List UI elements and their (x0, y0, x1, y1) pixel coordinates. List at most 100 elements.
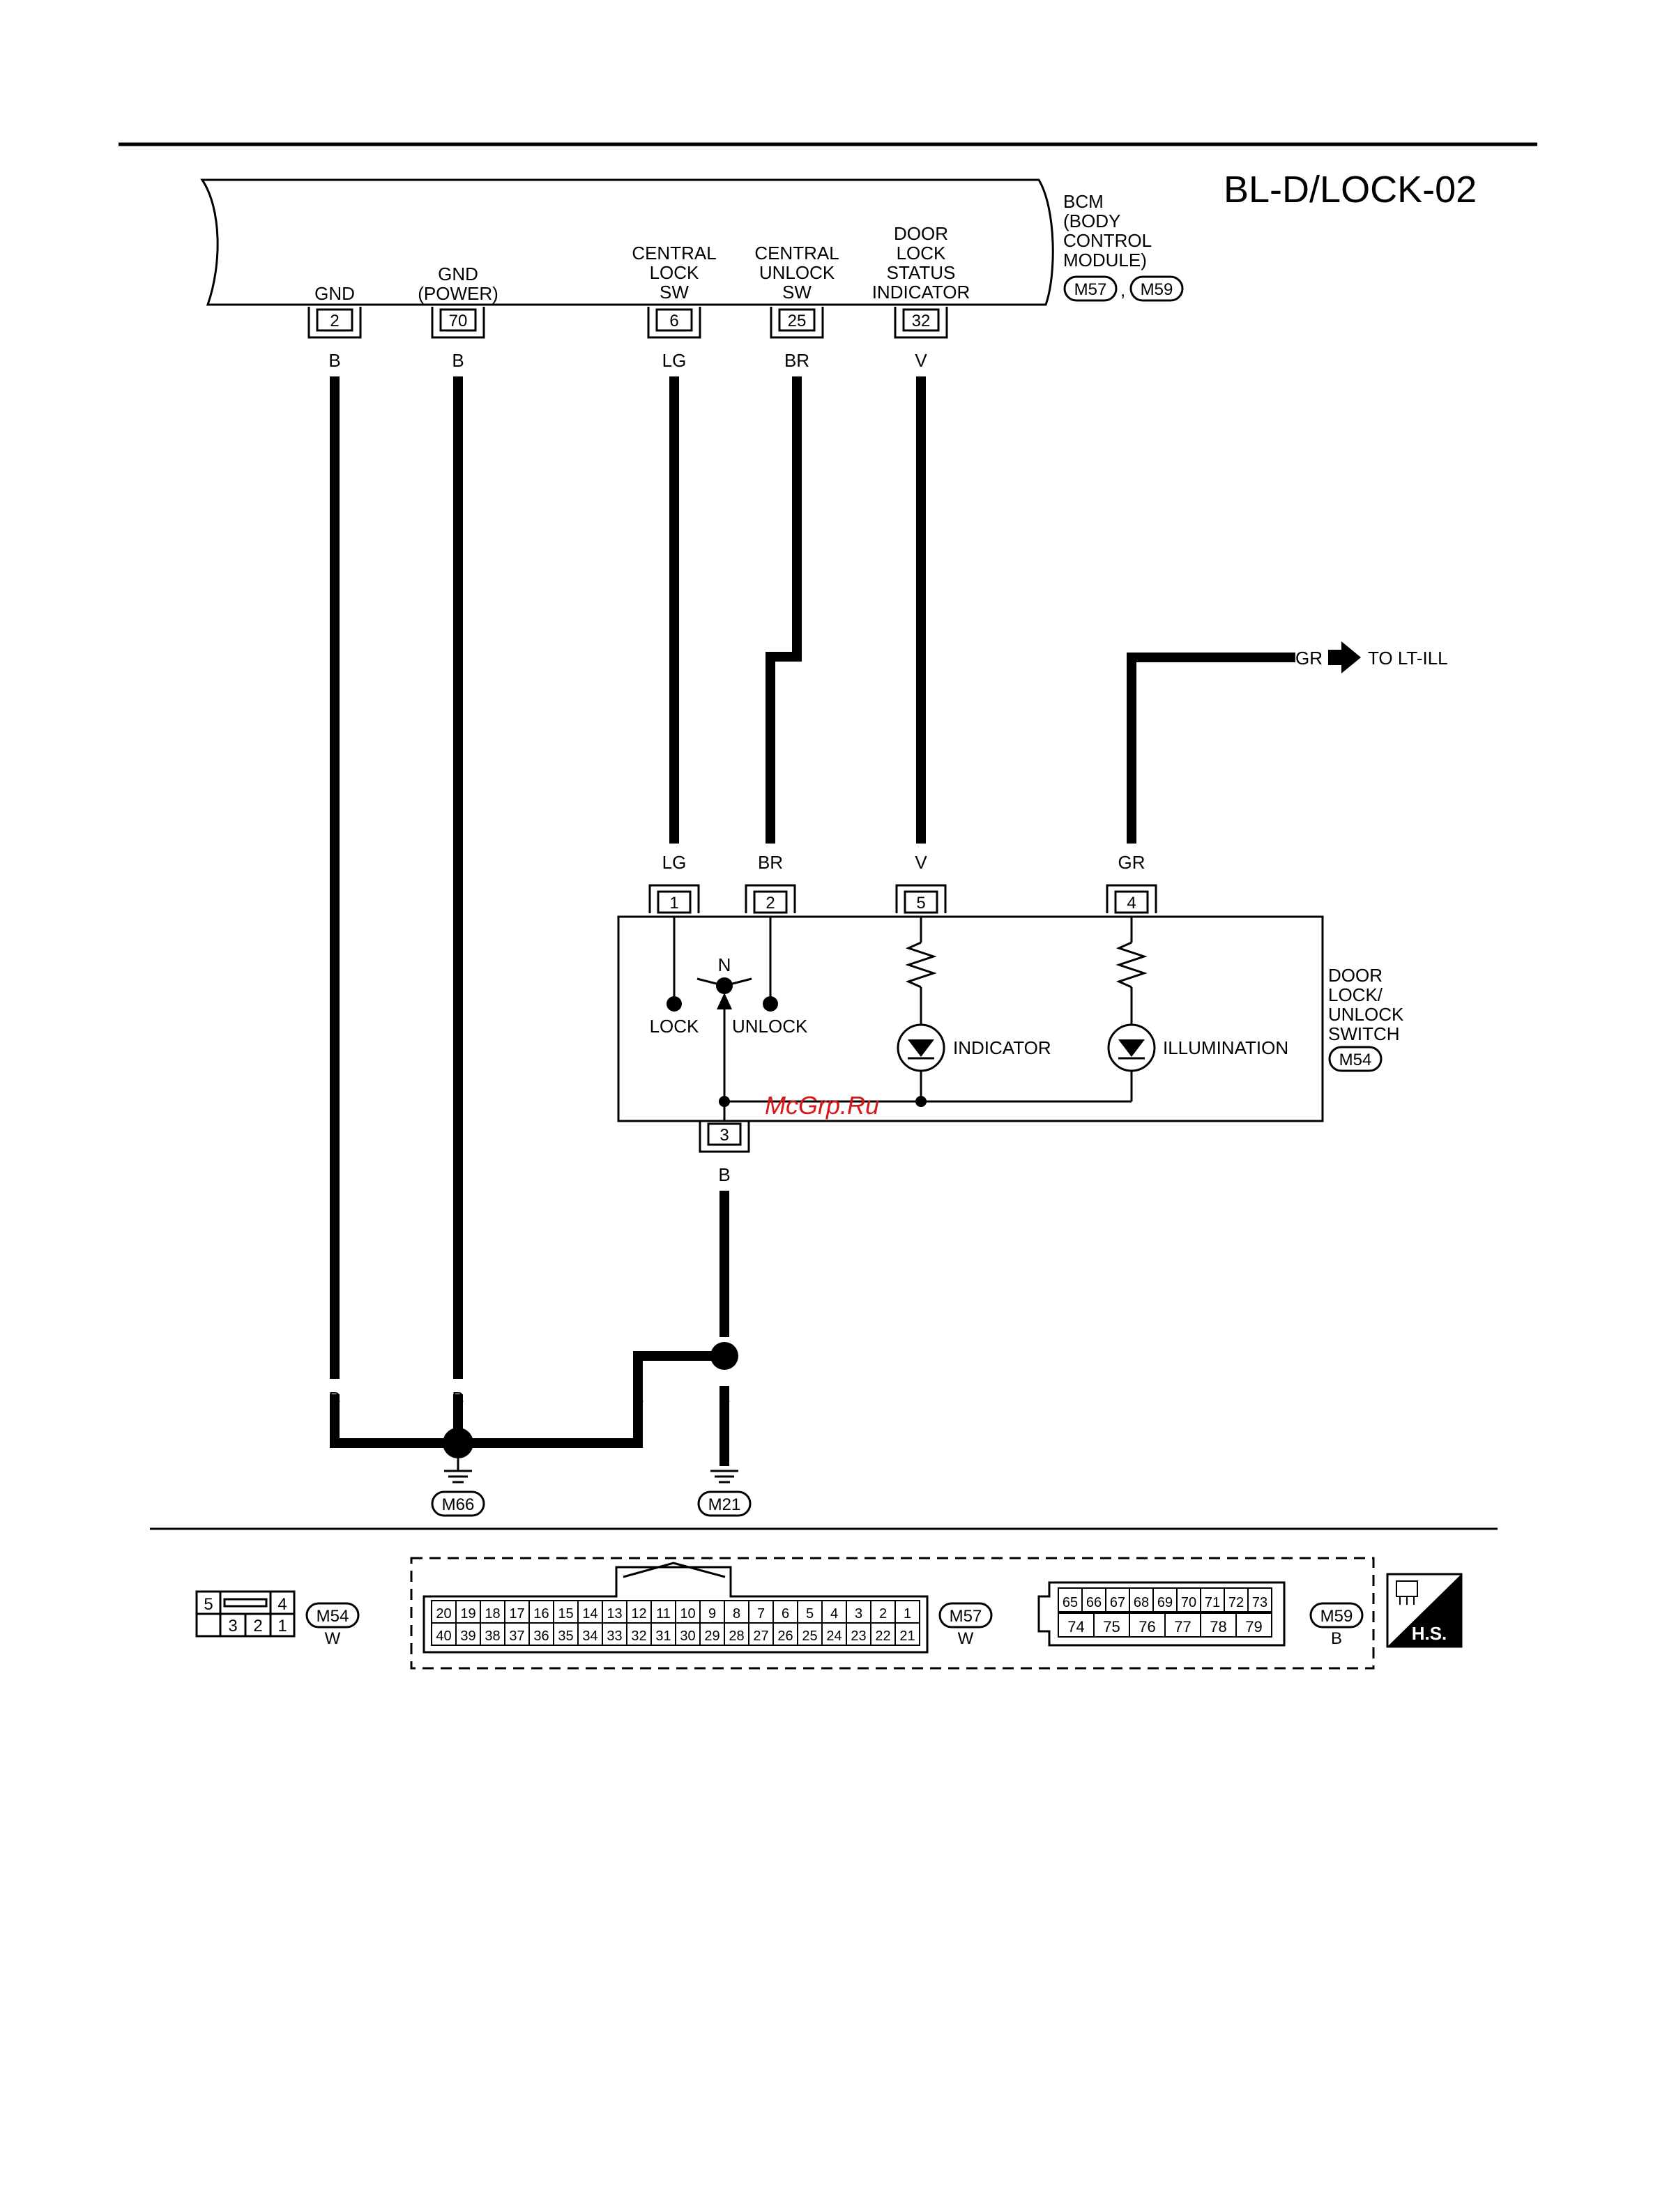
ground-m66-icon (444, 1458, 472, 1483)
switch-connector-badge (1328, 1046, 1383, 1072)
bcm-terminal-gnd-power: GND (POWER) (418, 264, 498, 304)
pin-number: 73 (1252, 1595, 1267, 1610)
switch-pin-2: 2 (745, 884, 796, 914)
pin-number: 34 (582, 1629, 597, 1644)
svg-text:LOCK/: LOCK/ (1328, 984, 1383, 1005)
pin-number: 16 (533, 1606, 549, 1622)
wire-color-br: BR (784, 350, 809, 371)
svg-text:2: 2 (766, 894, 775, 913)
pin-cell (650, 1600, 676, 1624)
connector-m54-id: M54 (317, 1607, 349, 1626)
connector-m59-badge (1309, 1602, 1364, 1629)
lt-ill-wire-color: GR (1295, 648, 1323, 669)
svg-text:SW: SW (782, 282, 812, 303)
pin-cell (480, 1622, 505, 1646)
ground-m66-badge (431, 1490, 485, 1517)
door-lock-switch-box (617, 915, 1324, 1122)
switch-internal-circuit (667, 917, 1156, 1121)
ground-m66-label: M66 (442, 1495, 475, 1514)
svg-text:INDICATOR: INDICATOR (872, 282, 970, 303)
connector-m59-color: B (1331, 1629, 1342, 1648)
pin-cell (724, 1622, 749, 1646)
pin-number: 18 (485, 1606, 500, 1622)
bcm-pin-70: 70 (431, 307, 485, 339)
pin-number: 67 (1110, 1595, 1125, 1610)
pin-cell (1129, 1587, 1154, 1612)
bcm-connector-m57: M57 (1074, 280, 1107, 299)
svg-text:3: 3 (228, 1617, 237, 1635)
pin-number: 28 (729, 1629, 744, 1644)
svg-text:CENTRAL: CENTRAL (632, 243, 716, 264)
pin-cell (431, 1622, 457, 1646)
switch-wire-color-b: B (718, 1164, 730, 1185)
switch-wire-color-gr: GR (1118, 852, 1145, 873)
svg-text:32: 32 (912, 312, 931, 330)
switch-pin-1: 1 (648, 884, 700, 914)
svg-text:GND: GND (314, 283, 355, 304)
bcm-terminal-central-lock-sw: CENTRAL LOCK SW (632, 243, 716, 303)
wire-color-b-bottom-3: B (632, 1388, 644, 1409)
pin-number: 4 (830, 1606, 838, 1622)
svg-text:BCM: BCM (1063, 191, 1104, 212)
pin-number: 71 (1205, 1595, 1220, 1610)
hs-badge: H.S. (1386, 1573, 1463, 1648)
svg-text:SW: SW (660, 282, 689, 303)
svg-text:3: 3 (719, 1126, 729, 1145)
switch-wire-color-lg: LG (662, 852, 687, 873)
svg-text:1: 1 (277, 1617, 287, 1635)
svg-text:25: 25 (788, 312, 807, 330)
svg-text:70: 70 (449, 312, 468, 330)
bcm-terminal-gnd: GND (314, 283, 355, 304)
pin-number: 68 (1134, 1595, 1149, 1610)
svg-text:CONTROL: CONTROL (1063, 230, 1152, 251)
pin-cell (675, 1622, 701, 1646)
pin-number: 40 (436, 1629, 451, 1644)
pin-number: 8 (733, 1606, 740, 1622)
bcm-pin-32: 32 (894, 307, 948, 339)
pin-number: 25 (802, 1629, 817, 1644)
bcm-block (200, 178, 1054, 306)
pin-number: 79 (1245, 1618, 1262, 1635)
pin-cell (602, 1622, 627, 1646)
pin-number: 75 (1103, 1618, 1120, 1635)
pin-cell (1152, 1587, 1178, 1612)
pin-number: 6 (782, 1606, 789, 1622)
pin-number: 69 (1157, 1595, 1173, 1610)
wire-color-b-bottom-4: B (718, 1388, 730, 1409)
switch-wire-color-br: BR (758, 852, 783, 873)
pin-cell (894, 1622, 920, 1646)
connector-m57-badge (938, 1602, 993, 1629)
pin-number: 22 (875, 1629, 890, 1644)
pin-number: 72 (1228, 1595, 1244, 1610)
pin-number: 13 (607, 1606, 622, 1622)
ground-m21-badge (697, 1490, 752, 1517)
pin-cell (455, 1622, 481, 1646)
lt-ill-label: TO LT-ILL (1368, 648, 1448, 669)
pin-cell (1164, 1612, 1201, 1638)
bcm-connector-separator: , (1120, 280, 1125, 300)
pin-cell (748, 1600, 774, 1624)
pin-number: 1 (904, 1606, 911, 1622)
pin-cell (772, 1622, 798, 1646)
svg-text:DOOR: DOOR (894, 223, 948, 244)
pin-number: 9 (708, 1606, 716, 1622)
connector-m57-id: M57 (950, 1607, 982, 1626)
wire-b-bottom (330, 1394, 458, 1448)
svg-text:STATUS: STATUS (887, 262, 956, 283)
pin-number: 5 (806, 1606, 814, 1622)
pin-number: 24 (826, 1629, 842, 1644)
pin-cell (528, 1600, 554, 1624)
wire-color-b-bottom-2: B (452, 1388, 464, 1409)
pin-cell (1105, 1587, 1130, 1612)
bcm-pin-6: 6 (647, 307, 701, 339)
pin-cell (1081, 1587, 1106, 1612)
wire-br (766, 376, 802, 844)
pin-number: 27 (753, 1629, 768, 1644)
bcm-name: BCM (BODY CONTROL MODULE) (1063, 191, 1152, 270)
pin-number: 26 (777, 1629, 793, 1644)
pin-number: 19 (460, 1606, 475, 1622)
wire-color-b-bottom-1: B (328, 1388, 340, 1409)
svg-text:SWITCH: SWITCH (1328, 1023, 1400, 1044)
